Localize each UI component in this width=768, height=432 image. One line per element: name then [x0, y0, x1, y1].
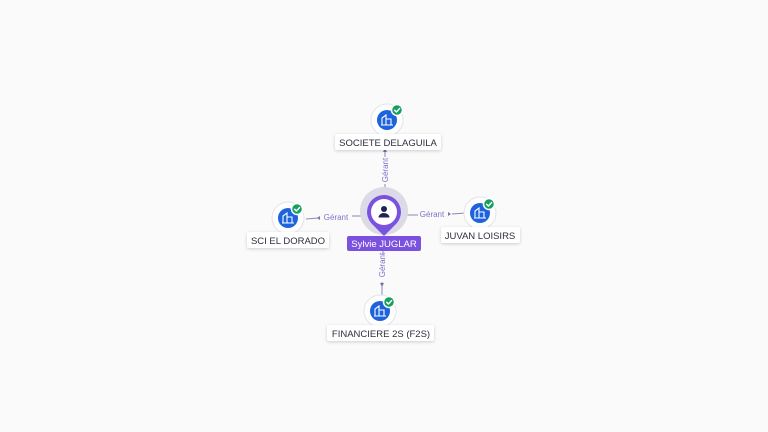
building-icon	[374, 304, 386, 317]
company-label-box	[327, 325, 434, 341]
building-icon	[474, 206, 486, 219]
person-node[interactable]: Sylvie JUGLAR	[347, 187, 421, 251]
company-node-left[interactable]: SCI EL DORADO	[247, 201, 329, 248]
company-label-box	[335, 134, 441, 150]
company-label-box	[247, 232, 329, 248]
edge-to-top: Gérant	[381, 148, 390, 192]
company-name-left: SCI EL DORADO	[251, 236, 325, 247]
building-icon	[282, 211, 294, 224]
edge-label-right: Gérant	[420, 210, 445, 219]
edge-label-top: Gérant	[381, 157, 390, 182]
company-node-top[interactable]: SOCIETE DELAGUILA	[335, 103, 441, 150]
company-node-bottom[interactable]: FINANCIERE 2S (F2S)	[327, 294, 434, 341]
person-icon	[378, 206, 390, 218]
check-icon	[390, 103, 404, 117]
company-label-box	[441, 227, 520, 243]
building-icon	[381, 113, 393, 126]
check-icon	[382, 295, 396, 309]
edge-label-left: Gérant	[324, 213, 349, 222]
person-label-box	[347, 236, 421, 251]
company-name-right: JUVAN LOISIRS	[445, 231, 516, 242]
check-icon	[290, 202, 304, 216]
check-icon	[482, 197, 496, 211]
company-name-top: SOCIETE DELAGUILA	[339, 138, 437, 149]
company-name-bottom: FINANCIERE 2S (F2S)	[332, 329, 430, 340]
edge-label-bottom: Gérant	[378, 252, 387, 277]
company-node-right[interactable]: JUVAN LOISIRS	[441, 196, 520, 243]
edge-to-bottom: Gérant	[378, 251, 387, 296]
edge-to-right: Gérant	[401, 210, 467, 219]
edge-to-left: Gérant	[305, 213, 365, 222]
person-name: Sylvie JUGLAR	[351, 239, 417, 250]
